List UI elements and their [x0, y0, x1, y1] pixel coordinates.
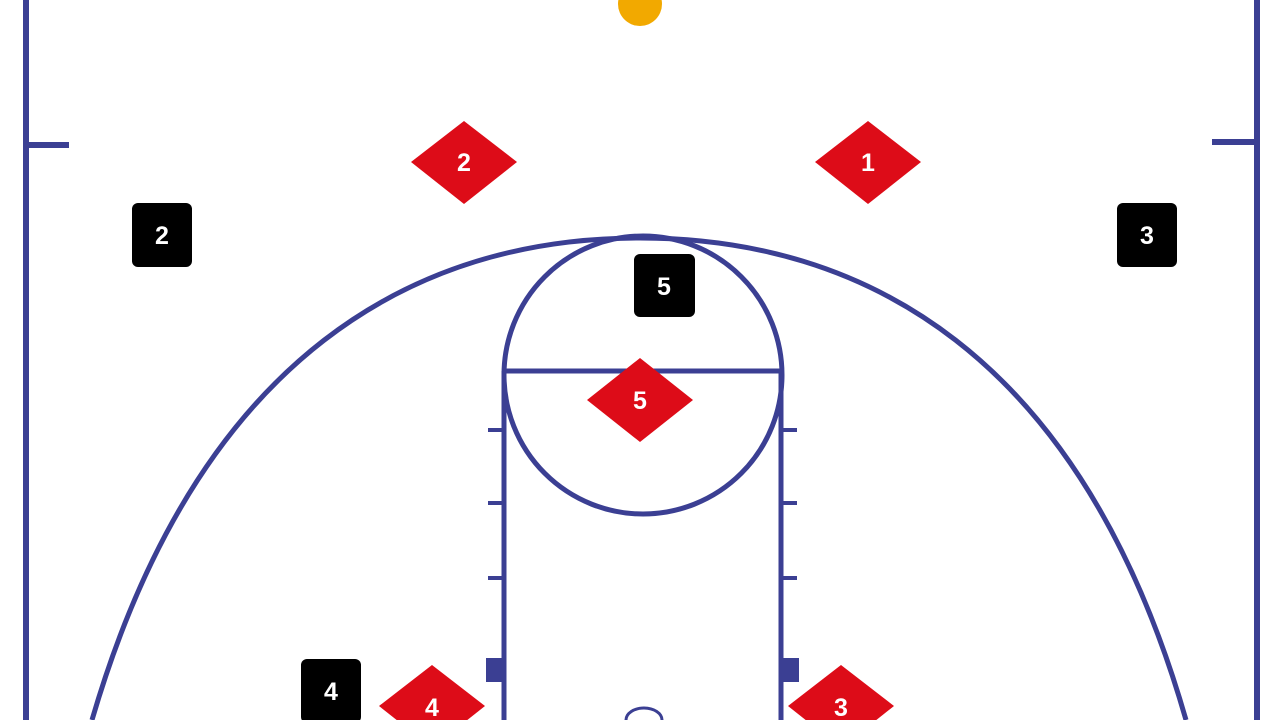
offense-player-label: 2 [155, 222, 169, 250]
offense-player-label: 4 [324, 678, 338, 706]
defense-player: 3 [788, 665, 894, 720]
offense-player-label: 5 [657, 273, 671, 301]
offense-player: 4 [301, 659, 361, 720]
offense-player: 3 [1117, 203, 1177, 267]
basketball-icon [618, 0, 662, 26]
offense-player: 2 [132, 203, 192, 267]
defense-player: 4 [379, 665, 485, 720]
defense-player: 2 [411, 121, 517, 204]
defense-player-label: 3 [834, 694, 848, 720]
defense-player: 1 [815, 121, 921, 204]
rim-hint [624, 706, 664, 720]
offense-player: 5 [634, 254, 695, 317]
defense-player-label: 2 [457, 149, 471, 177]
defense-player-label: 5 [633, 387, 647, 415]
lane-block-left [486, 658, 504, 682]
offense-player-label: 3 [1140, 222, 1154, 250]
defense-player-label: 4 [425, 694, 439, 720]
lane-block-right [781, 658, 799, 682]
defense-player-label: 1 [861, 149, 875, 177]
defense-player: 5 [587, 358, 693, 442]
